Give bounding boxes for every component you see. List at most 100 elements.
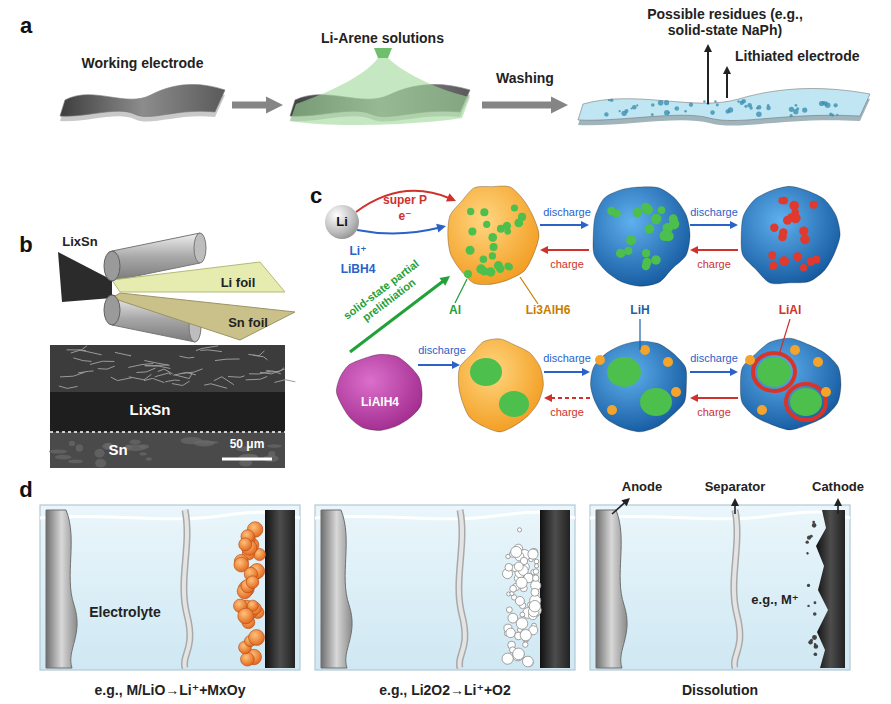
scale-bar bbox=[222, 458, 272, 461]
dissolved-ion bbox=[810, 535, 813, 538]
al-dot bbox=[616, 249, 625, 258]
dissolved-ion bbox=[814, 601, 817, 604]
residue-dot bbox=[604, 112, 608, 116]
sn-grain bbox=[49, 449, 67, 453]
lial-dot bbox=[768, 251, 776, 259]
al-domain bbox=[757, 357, 791, 387]
reagent-label: Li⁺ bbox=[350, 245, 367, 259]
gas-bubble bbox=[528, 549, 538, 559]
al-dot bbox=[503, 222, 511, 230]
arrow-shaft bbox=[232, 102, 271, 109]
layer-name: LixSn bbox=[130, 401, 171, 418]
anode-plate bbox=[596, 510, 627, 668]
charge-arrow-head bbox=[690, 394, 698, 402]
al-dot bbox=[607, 207, 615, 215]
li3alh6-dot bbox=[790, 345, 800, 355]
step-label: charge bbox=[550, 258, 584, 271]
step-label: discharge bbox=[690, 206, 738, 219]
part-name: Electrolyte bbox=[89, 604, 161, 620]
surface-crack bbox=[59, 386, 78, 388]
residue-dot bbox=[737, 100, 740, 103]
leader-line bbox=[639, 319, 640, 350]
surface-crack bbox=[78, 350, 101, 355]
gas-bubble bbox=[520, 630, 531, 641]
edge-label: Washing bbox=[493, 70, 557, 86]
charge-arrow-head bbox=[540, 246, 548, 254]
arrow-head bbox=[266, 97, 283, 114]
dissolved-ion bbox=[807, 605, 809, 607]
al-dot bbox=[504, 262, 511, 269]
residue-dot bbox=[802, 108, 807, 113]
surface-crack bbox=[253, 355, 268, 360]
residue-dot bbox=[610, 98, 614, 102]
al-dot bbox=[488, 233, 497, 242]
al-dot bbox=[486, 267, 495, 276]
li3alh6-dot bbox=[671, 387, 681, 397]
sn-layer bbox=[50, 432, 285, 468]
residue-dot bbox=[658, 100, 664, 106]
residue-dot bbox=[664, 110, 670, 116]
lial-dot bbox=[807, 257, 815, 265]
lial-dot bbox=[790, 213, 800, 223]
discharge-arrow-head bbox=[582, 368, 590, 376]
al-dot bbox=[480, 208, 488, 216]
dissolved-ion bbox=[807, 584, 810, 587]
discharge-arrow-head bbox=[730, 221, 738, 229]
part-name: Cathode bbox=[812, 480, 864, 495]
step-label: charge bbox=[550, 406, 584, 419]
li3alh6-dot bbox=[757, 405, 767, 415]
surface-crack bbox=[248, 351, 264, 356]
reaction-caption: e.g., Li2O2→Li⁺+O2 bbox=[379, 682, 510, 698]
anode-plate bbox=[321, 510, 352, 668]
lixsn-layer bbox=[50, 392, 285, 432]
cathode-plate bbox=[265, 510, 295, 668]
sn-grain bbox=[125, 444, 147, 450]
node-label: Li bbox=[336, 214, 348, 230]
oxide-particle bbox=[238, 608, 254, 624]
surface-crack bbox=[165, 380, 180, 382]
lial-dot bbox=[770, 224, 778, 232]
al-dot bbox=[626, 235, 636, 245]
al-dot bbox=[643, 205, 653, 215]
sn-grain bbox=[69, 441, 75, 446]
gas-bubble bbox=[516, 618, 527, 629]
surface-crack bbox=[98, 366, 115, 369]
residue-dot bbox=[608, 99, 610, 101]
step-label: charge bbox=[697, 406, 731, 419]
reagent-label: super P bbox=[383, 194, 427, 208]
al-dot bbox=[466, 246, 475, 255]
lialh4-particle: LiAlH4 bbox=[334, 352, 426, 432]
sn-grain bbox=[68, 460, 83, 464]
li3alh6-particle bbox=[458, 339, 543, 432]
battery-cell bbox=[315, 505, 575, 670]
residue-dot bbox=[747, 103, 752, 108]
separator-sheet bbox=[734, 510, 740, 668]
sem-background bbox=[50, 345, 285, 468]
cathode-plate bbox=[540, 510, 570, 668]
lial-dot bbox=[810, 201, 818, 209]
node-label: Working electrode bbox=[82, 55, 204, 72]
part-name: Separator bbox=[705, 480, 766, 495]
liquid-surface bbox=[315, 512, 575, 519]
gas-bubble bbox=[533, 569, 539, 575]
discharge-arrow bbox=[418, 364, 454, 366]
gas-bubble bbox=[511, 546, 522, 557]
discharge-arrow-head bbox=[730, 368, 738, 376]
lial-dot bbox=[800, 264, 807, 271]
residue-dot bbox=[651, 113, 654, 116]
lithium-sphere: Li bbox=[325, 205, 359, 239]
surface-crack bbox=[172, 381, 190, 385]
electrode-stage: Li-Arene solutions bbox=[285, 30, 480, 140]
surface-crack bbox=[200, 350, 222, 352]
dissolved-ion bbox=[812, 521, 815, 524]
pointer-arrow-head bbox=[704, 44, 712, 52]
electrolyte-bath bbox=[315, 505, 575, 670]
gas-bubble bbox=[505, 563, 513, 571]
li3alh6-particle bbox=[448, 186, 539, 285]
gas-bubble bbox=[510, 585, 517, 592]
arene-solution bbox=[290, 58, 470, 125]
panel-letter: a bbox=[20, 13, 32, 38]
gas-bubble bbox=[534, 564, 538, 568]
reagent-label: LiBH4 bbox=[341, 263, 376, 277]
flow-arrow bbox=[232, 97, 283, 114]
